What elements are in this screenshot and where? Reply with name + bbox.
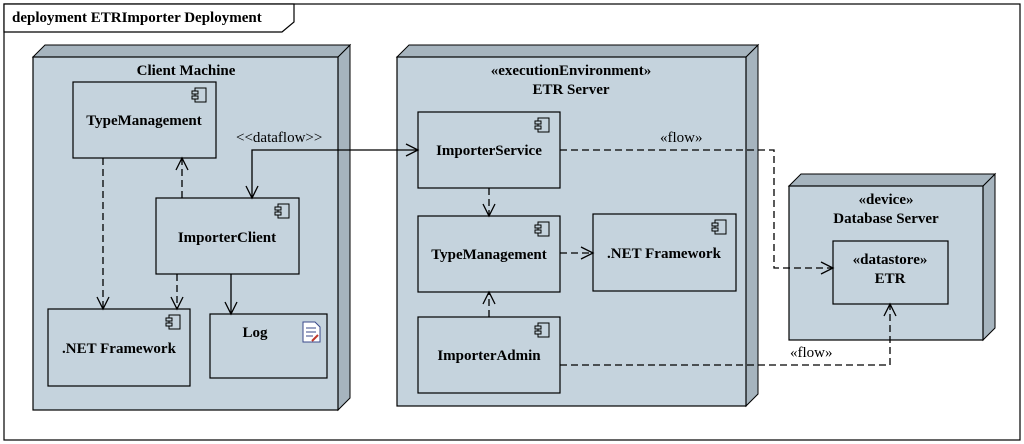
component-client-type-management[interactable]: TypeManagement [72, 81, 217, 159]
svg-text:ImporterAdmin: ImporterAdmin [437, 348, 541, 364]
svg-text:ImporterClient: ImporterClient [178, 230, 276, 246]
dependency-typemanagement-to-netframework[interactable] [96, 158, 110, 311]
component-server-net-framework[interactable]: .NET Framework [592, 213, 737, 292]
dependency-typemanagement-to-netframework-server[interactable] [560, 246, 595, 260]
svg-text:TypeManagement: TypeManagement [86, 113, 202, 129]
component-client-net-framework[interactable]: .NET Framework [47, 308, 191, 387]
node-stereotype: «executionEnvironment» [491, 63, 652, 79]
dependency-client-to-typemanagement[interactable] [175, 156, 189, 198]
node-title: ETR Server [532, 82, 609, 98]
connector-dataflow[interactable]: <<dataflow>> [236, 130, 420, 200]
connector-label: «flow» [660, 130, 703, 146]
svg-text:ImporterService: ImporterService [436, 143, 542, 159]
node-stereotype: «device» [859, 192, 914, 208]
svg-text:.NET Framework: .NET Framework [607, 246, 722, 262]
component-server-type-management[interactable]: TypeManagement [417, 215, 561, 293]
svg-text:.NET Framework: .NET Framework [62, 341, 177, 357]
datastore-etr[interactable]: «datastore» ETR [832, 240, 949, 305]
node-title: Client Machine [137, 63, 236, 79]
connector-flow-admin-etr[interactable]: «flow» [560, 302, 897, 366]
dependency-importerclient-to-netframework[interactable] [170, 274, 184, 311]
component-importer-client[interactable]: ImporterClient [155, 197, 300, 275]
datastore-name: ETR [875, 271, 906, 287]
component-importer-admin[interactable]: ImporterAdmin [417, 316, 561, 394]
component-importer-service[interactable]: ImporterService [417, 111, 561, 189]
dependency-service-to-typemanagement[interactable] [482, 188, 496, 218]
datastore-stereotype: «datastore» [853, 252, 928, 268]
connector-label: <<dataflow>> [236, 130, 322, 146]
svg-text:TypeManagement: TypeManagement [431, 247, 547, 263]
connector-label: «flow» [790, 345, 833, 361]
dependency-admin-to-typemanagement[interactable] [482, 290, 496, 317]
node-title: Database Server [833, 211, 939, 227]
svg-text:Log: Log [242, 325, 268, 341]
document-icon [302, 321, 321, 343]
frame-title: deployment ETRImporter Deployment [12, 10, 262, 26]
connector-flow-service-etr[interactable]: «flow» [560, 130, 835, 275]
association-importerclient-to-log[interactable] [224, 274, 238, 316]
artifact-log[interactable]: Log [209, 313, 328, 379]
